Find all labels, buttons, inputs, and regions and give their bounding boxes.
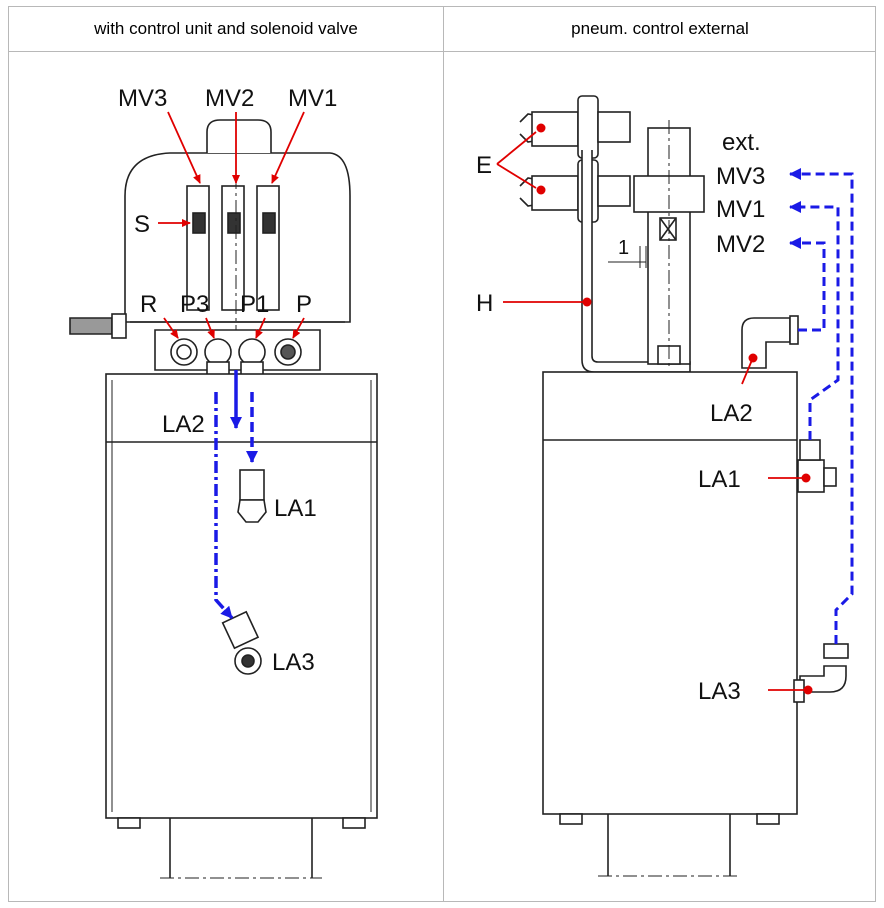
cable-gland [69,317,113,335]
left-housing [105,373,378,819]
fitting-la1-right [797,459,825,493]
label-mv3-left: MV3 [118,85,167,112]
right-air-lines [789,168,854,644]
header-right: pneum. control external [571,19,749,38]
label-mv2-left: MV2 [205,85,254,112]
head-top-knob [206,119,272,153]
left-diagram [69,119,378,879]
label-r: R [140,291,157,318]
table-frame: with control unit and solenoid valve pne… [8,6,876,902]
column-divider [443,7,444,901]
label-e: E [476,152,492,179]
fitting-la1 [239,469,265,501]
label-la2-left: LA2 [162,411,205,438]
label-h: H [476,290,493,317]
label-ext: ext. [722,129,761,156]
label-p1: P1 [240,291,269,318]
left-text: MV3 MV2 MV1 S R P3 P1 P LA2 LA1 LA3 [118,85,337,676]
port-p1 [238,338,266,366]
label-mv3-right: MV3 [716,163,765,190]
header-divider [9,51,875,52]
left-air-lines [214,370,258,620]
label-mv2-right: MV2 [716,231,765,258]
left-leaders [158,111,305,339]
label-la1-right: LA1 [698,466,741,493]
fitting-la3 [221,610,260,650]
header-left: with control unit and solenoid valve [94,19,358,38]
control-head [124,152,351,323]
label-dim-1: 1 [618,237,629,259]
label-p3: P3 [180,291,209,318]
label-la3-left: LA3 [272,649,315,676]
fitting-la3-right [799,665,847,693]
label-la2-right: LA2 [710,400,753,427]
label-s: S [134,211,150,238]
holder-h [581,150,691,373]
right-text: E H 1 ext. MV3 MV1 MV2 LA2 LA1 LA3 [476,129,765,705]
valve-slot-mv1 [256,185,280,311]
label-mv1-left: MV1 [288,85,337,112]
right-housing [542,371,798,815]
valve-slot-mv2 [221,185,245,311]
label-p: P [296,291,312,318]
label-mv1-right: MV1 [716,196,765,223]
valve-slot-mv3 [186,185,210,311]
port-p3 [204,338,232,366]
label-la1-left: LA1 [274,495,317,522]
right-leaders [496,123,813,695]
label-la3-right: LA3 [698,678,741,705]
right-diagram [519,95,849,877]
